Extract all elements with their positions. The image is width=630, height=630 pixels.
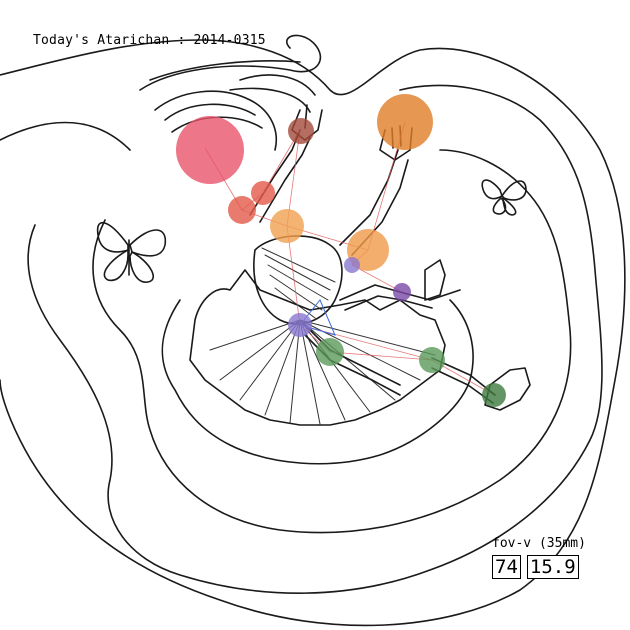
hip-joint[interactable] <box>288 313 312 337</box>
fov-focal-field[interactable]: 15.9 <box>526 555 579 579</box>
shoe-right <box>484 367 531 411</box>
background-swirl-mid <box>0 84 603 594</box>
knee-left-joint[interactable] <box>316 338 344 366</box>
skirt-pleats <box>209 319 436 425</box>
dress-body <box>253 235 343 325</box>
ankle-right-joint[interactable] <box>482 383 506 407</box>
hand-left-joint[interactable] <box>288 118 314 144</box>
shoulder-right-joint[interactable] <box>251 181 275 205</box>
fov-label: fov-v (35mm) <box>492 536 586 551</box>
shoe-left <box>424 259 446 301</box>
background-swirl-inner <box>92 149 572 534</box>
page-title: Today's Atarichan : 2014-0315 <box>33 33 266 48</box>
fov-angle-field[interactable]: 74 <box>492 555 521 579</box>
butterfly-left <box>96 221 167 283</box>
hand-right-joint[interactable] <box>377 94 433 150</box>
skirt-outline-floor <box>161 299 474 465</box>
shoulder-left-joint[interactable] <box>270 209 304 243</box>
wrist-joint[interactable] <box>344 257 360 273</box>
head-joint[interactable] <box>176 116 244 184</box>
neck-joint[interactable] <box>228 196 256 224</box>
fov-panel: fov-v (35mm) 74 15.9 <box>492 536 586 579</box>
background-swirl-top <box>139 34 322 91</box>
background-swirl-outer <box>0 39 626 627</box>
knee-right-joint[interactable] <box>419 347 445 373</box>
fov-values: 74 15.9 <box>492 555 586 579</box>
hand-lower-joint[interactable] <box>393 283 411 301</box>
butterfly-right <box>481 179 527 216</box>
